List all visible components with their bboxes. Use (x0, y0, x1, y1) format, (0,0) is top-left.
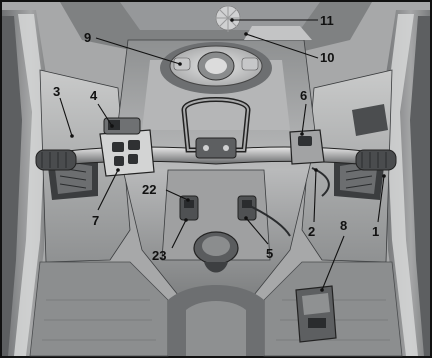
svg-text:9: 9 (84, 30, 91, 45)
svg-text:8: 8 (340, 218, 347, 233)
gauge-cluster (160, 42, 272, 94)
svg-text:2: 2 (308, 224, 315, 239)
svg-text:10: 10 (320, 50, 334, 65)
storage-compartment (296, 286, 336, 342)
svg-text:22: 22 (142, 182, 156, 197)
svg-text:7: 7 (92, 213, 99, 228)
svg-text:1: 1 (372, 224, 379, 239)
svg-text:11: 11 (320, 13, 334, 28)
svg-text:4: 4 (90, 88, 98, 103)
svg-text:23: 23 (152, 248, 166, 263)
svg-text:3: 3 (53, 84, 60, 99)
svg-text:6: 6 (300, 88, 307, 103)
svg-text:5: 5 (266, 246, 273, 261)
